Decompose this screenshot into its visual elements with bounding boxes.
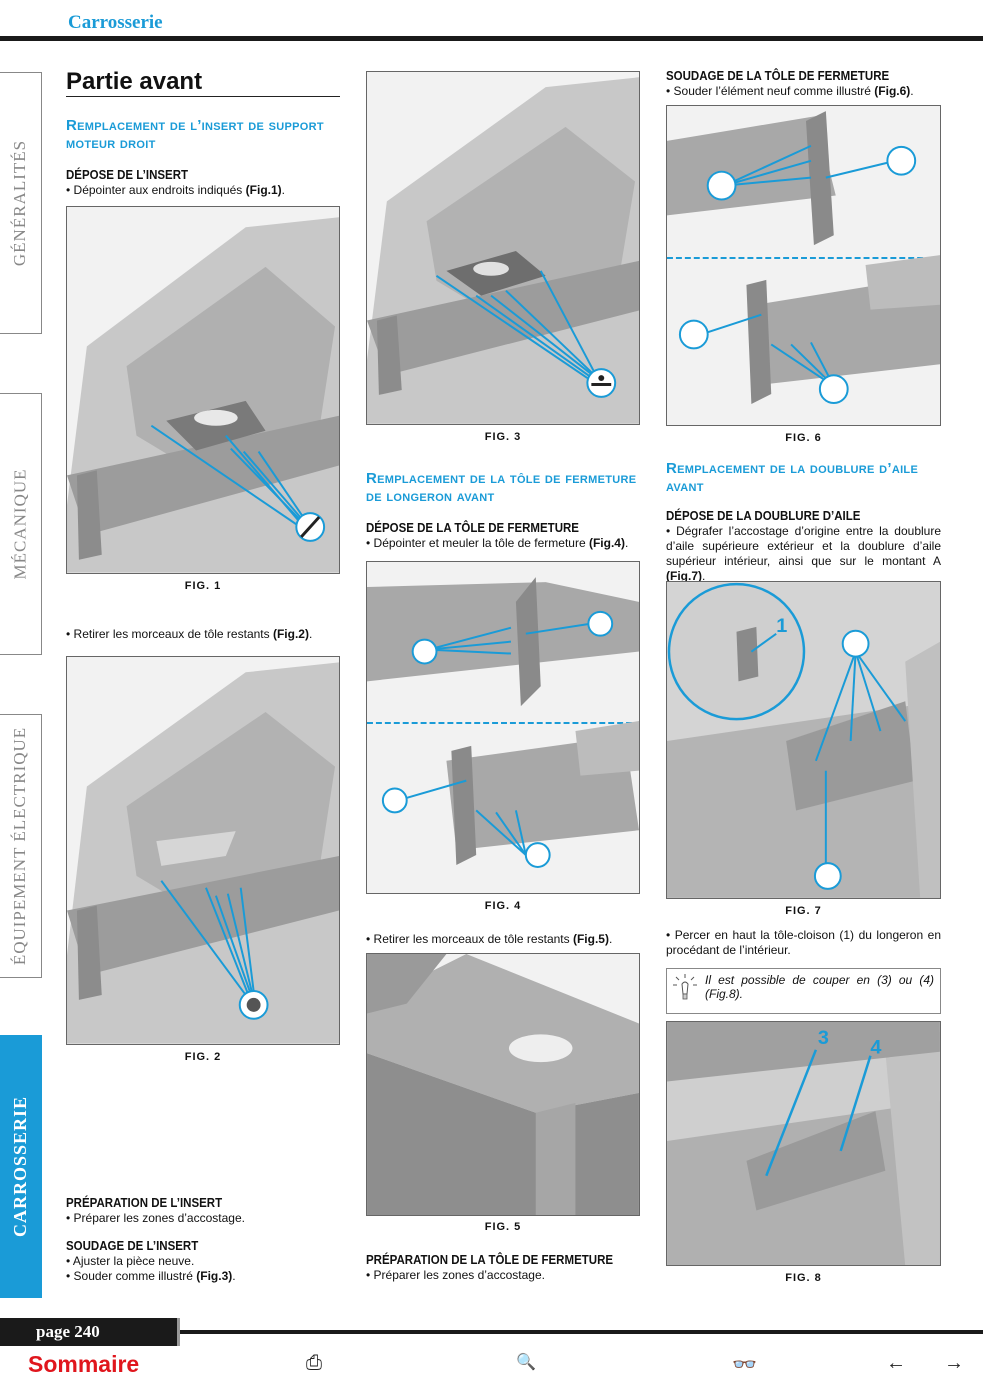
instruction-ajuster: • Ajuster la pièce neuve. xyxy=(66,1254,195,1268)
column-1: Partie avant Remplacement de l’insert de… xyxy=(66,68,340,198)
page-title: Partie avant xyxy=(66,68,340,97)
column-2-section: Remplacement de la tôle de fermeture de … xyxy=(366,470,640,551)
tab-label: GÉNÉRALITÉS xyxy=(10,139,30,267)
figure-3 xyxy=(366,71,640,425)
figure-2-caption: FIG. 2 xyxy=(184,1051,222,1063)
figure-7-label-1: 1 xyxy=(776,615,787,637)
lightbulb-icon xyxy=(673,974,697,1000)
instruction-percer: • Percer en haut la tôle-cloison (1) du … xyxy=(666,928,941,957)
figure-7-caption: FIG. 7 xyxy=(785,905,822,917)
figure-6-illustration xyxy=(667,111,940,404)
figure-8-label-3: 3 xyxy=(818,1027,829,1049)
subheading-depose-tole: DÉPOSE DE LA TÔLE DE FERMETURE xyxy=(366,521,579,535)
subheading-preparation-tole: PRÉPARATION DE LA TÔLE DE FERMETURE xyxy=(366,1253,614,1267)
tab-carrosserie[interactable]: CARROSSERIE xyxy=(0,1035,42,1298)
figure-6 xyxy=(666,105,941,426)
tab-label: ÉQUIPEMENT ÉLECTRIQUE xyxy=(10,726,30,966)
instruction-preparation-tole: • Préparer les zones d’accostage. xyxy=(366,1268,545,1282)
instruction-depose-tole: • Dépointer et meuler la tôle de fermetu… xyxy=(366,536,629,550)
figure-8-label-4: 4 xyxy=(870,1037,881,1059)
section-title-insert: Remplacement de l’insert de support mote… xyxy=(66,117,324,152)
column-1-bottom: PRÉPARATION DE L’INSERT • Préparer les z… xyxy=(66,1195,340,1284)
instruction-souder-tole: • Souder l’élément neuf comme illustré (… xyxy=(666,84,914,98)
figure-5 xyxy=(366,953,640,1216)
figure-3-caption: FIG. 3 xyxy=(484,431,522,443)
prev-arrow-icon[interactable]: ← xyxy=(886,1352,906,1374)
tab-equipement-electrique[interactable]: ÉQUIPEMENT ÉLECTRIQUE xyxy=(0,714,42,978)
figure-4 xyxy=(366,561,640,894)
figure-1 xyxy=(66,206,340,574)
figure-1-caption: FIG. 1 xyxy=(184,580,222,592)
header-rule xyxy=(0,36,983,41)
tab-label: CARROSSERIE xyxy=(10,1095,31,1238)
instruction-preparation-insert: • Préparer les zones d’accostage. xyxy=(66,1211,245,1225)
subheading-depose-doublure: DÉPOSE DE LA DOUBLURE D’AILE xyxy=(666,509,861,523)
section-title-doublure-aile: Remplacement de la doublure d’aile avant xyxy=(666,460,919,495)
figure-7-illustration: 1 xyxy=(667,582,940,898)
sommaire-link[interactable]: Sommaire xyxy=(28,1351,140,1377)
print-icon[interactable]: ⎙ xyxy=(306,1352,322,1374)
tab-label: MÉCANIQUE xyxy=(10,468,30,580)
section-title-tole-fermeture: Remplacement de la tôle de fermeture de … xyxy=(366,470,637,505)
instruction-depose-insert: • Dépointer aux endroits indiqués (Fig.1… xyxy=(66,183,285,197)
instruction-retirer-1: • Retirer les morceaux de tôle restants … xyxy=(66,627,313,641)
figure-2-illustration xyxy=(67,662,339,1044)
figure-8: 3 4 xyxy=(666,1021,941,1266)
header-title: Carrosserie xyxy=(68,12,163,33)
figure-4-illustration xyxy=(367,577,639,868)
subheading-depose-insert: DÉPOSE DE L’INSERT xyxy=(66,168,189,182)
instruction-depose-doublure: • Dégrafer l’accostage d’origine entre l… xyxy=(666,524,941,583)
figure-8-illustration: 3 4 xyxy=(667,1022,940,1265)
figure-2 xyxy=(66,656,340,1045)
column-3-section: Remplacement de la doublure d’aile avant… xyxy=(666,460,941,584)
tip-note: Il est possible de couper en (3) ou (4) … xyxy=(666,968,941,1014)
instruction-retirer-2: • Retirer les morceaux de tôle restants … xyxy=(366,932,613,946)
footer-rule xyxy=(0,1330,983,1334)
next-arrow-icon[interactable]: → xyxy=(944,1352,964,1374)
figure-4-caption: FIG. 4 xyxy=(484,900,522,912)
figure-6-caption: FIG. 6 xyxy=(785,432,822,444)
column-2-bottom: PRÉPARATION DE LA TÔLE DE FERMETURE • Pr… xyxy=(366,1252,640,1283)
binoculars-icon[interactable]: 👓 xyxy=(732,1354,757,1376)
subheading-soudage-insert: SOUDAGE DE L’INSERT xyxy=(66,1239,199,1253)
tab-mecanique[interactable]: MÉCANIQUE xyxy=(0,393,42,655)
figure-5-caption: FIG. 5 xyxy=(484,1221,522,1233)
subheading-preparation-insert: PRÉPARATION DE L’INSERT xyxy=(66,1196,223,1210)
figure-3-illustration xyxy=(367,77,639,424)
search-icon[interactable]: 🔍 xyxy=(516,1354,536,1371)
tip-text: Il est possible de couper en (3) ou (4) … xyxy=(705,973,934,1001)
figure-8-caption: FIG. 8 xyxy=(785,1272,822,1284)
tab-generalites[interactable]: GÉNÉRALITÉS xyxy=(0,72,42,334)
subheading-soudage-tole: SOUDAGE DE LA TÔLE DE FERMETURE xyxy=(666,69,890,83)
page-number: page 240 xyxy=(0,1318,180,1346)
column-3-top: SOUDAGE DE LA TÔLE DE FERMETURE • Souder… xyxy=(666,68,941,99)
figure-1-illustration xyxy=(67,217,339,573)
instruction-souder-insert: • Souder comme illustré (Fig.3). xyxy=(66,1269,236,1283)
figure-7: 1 xyxy=(666,581,941,899)
figure-5-illustration xyxy=(367,954,639,1215)
